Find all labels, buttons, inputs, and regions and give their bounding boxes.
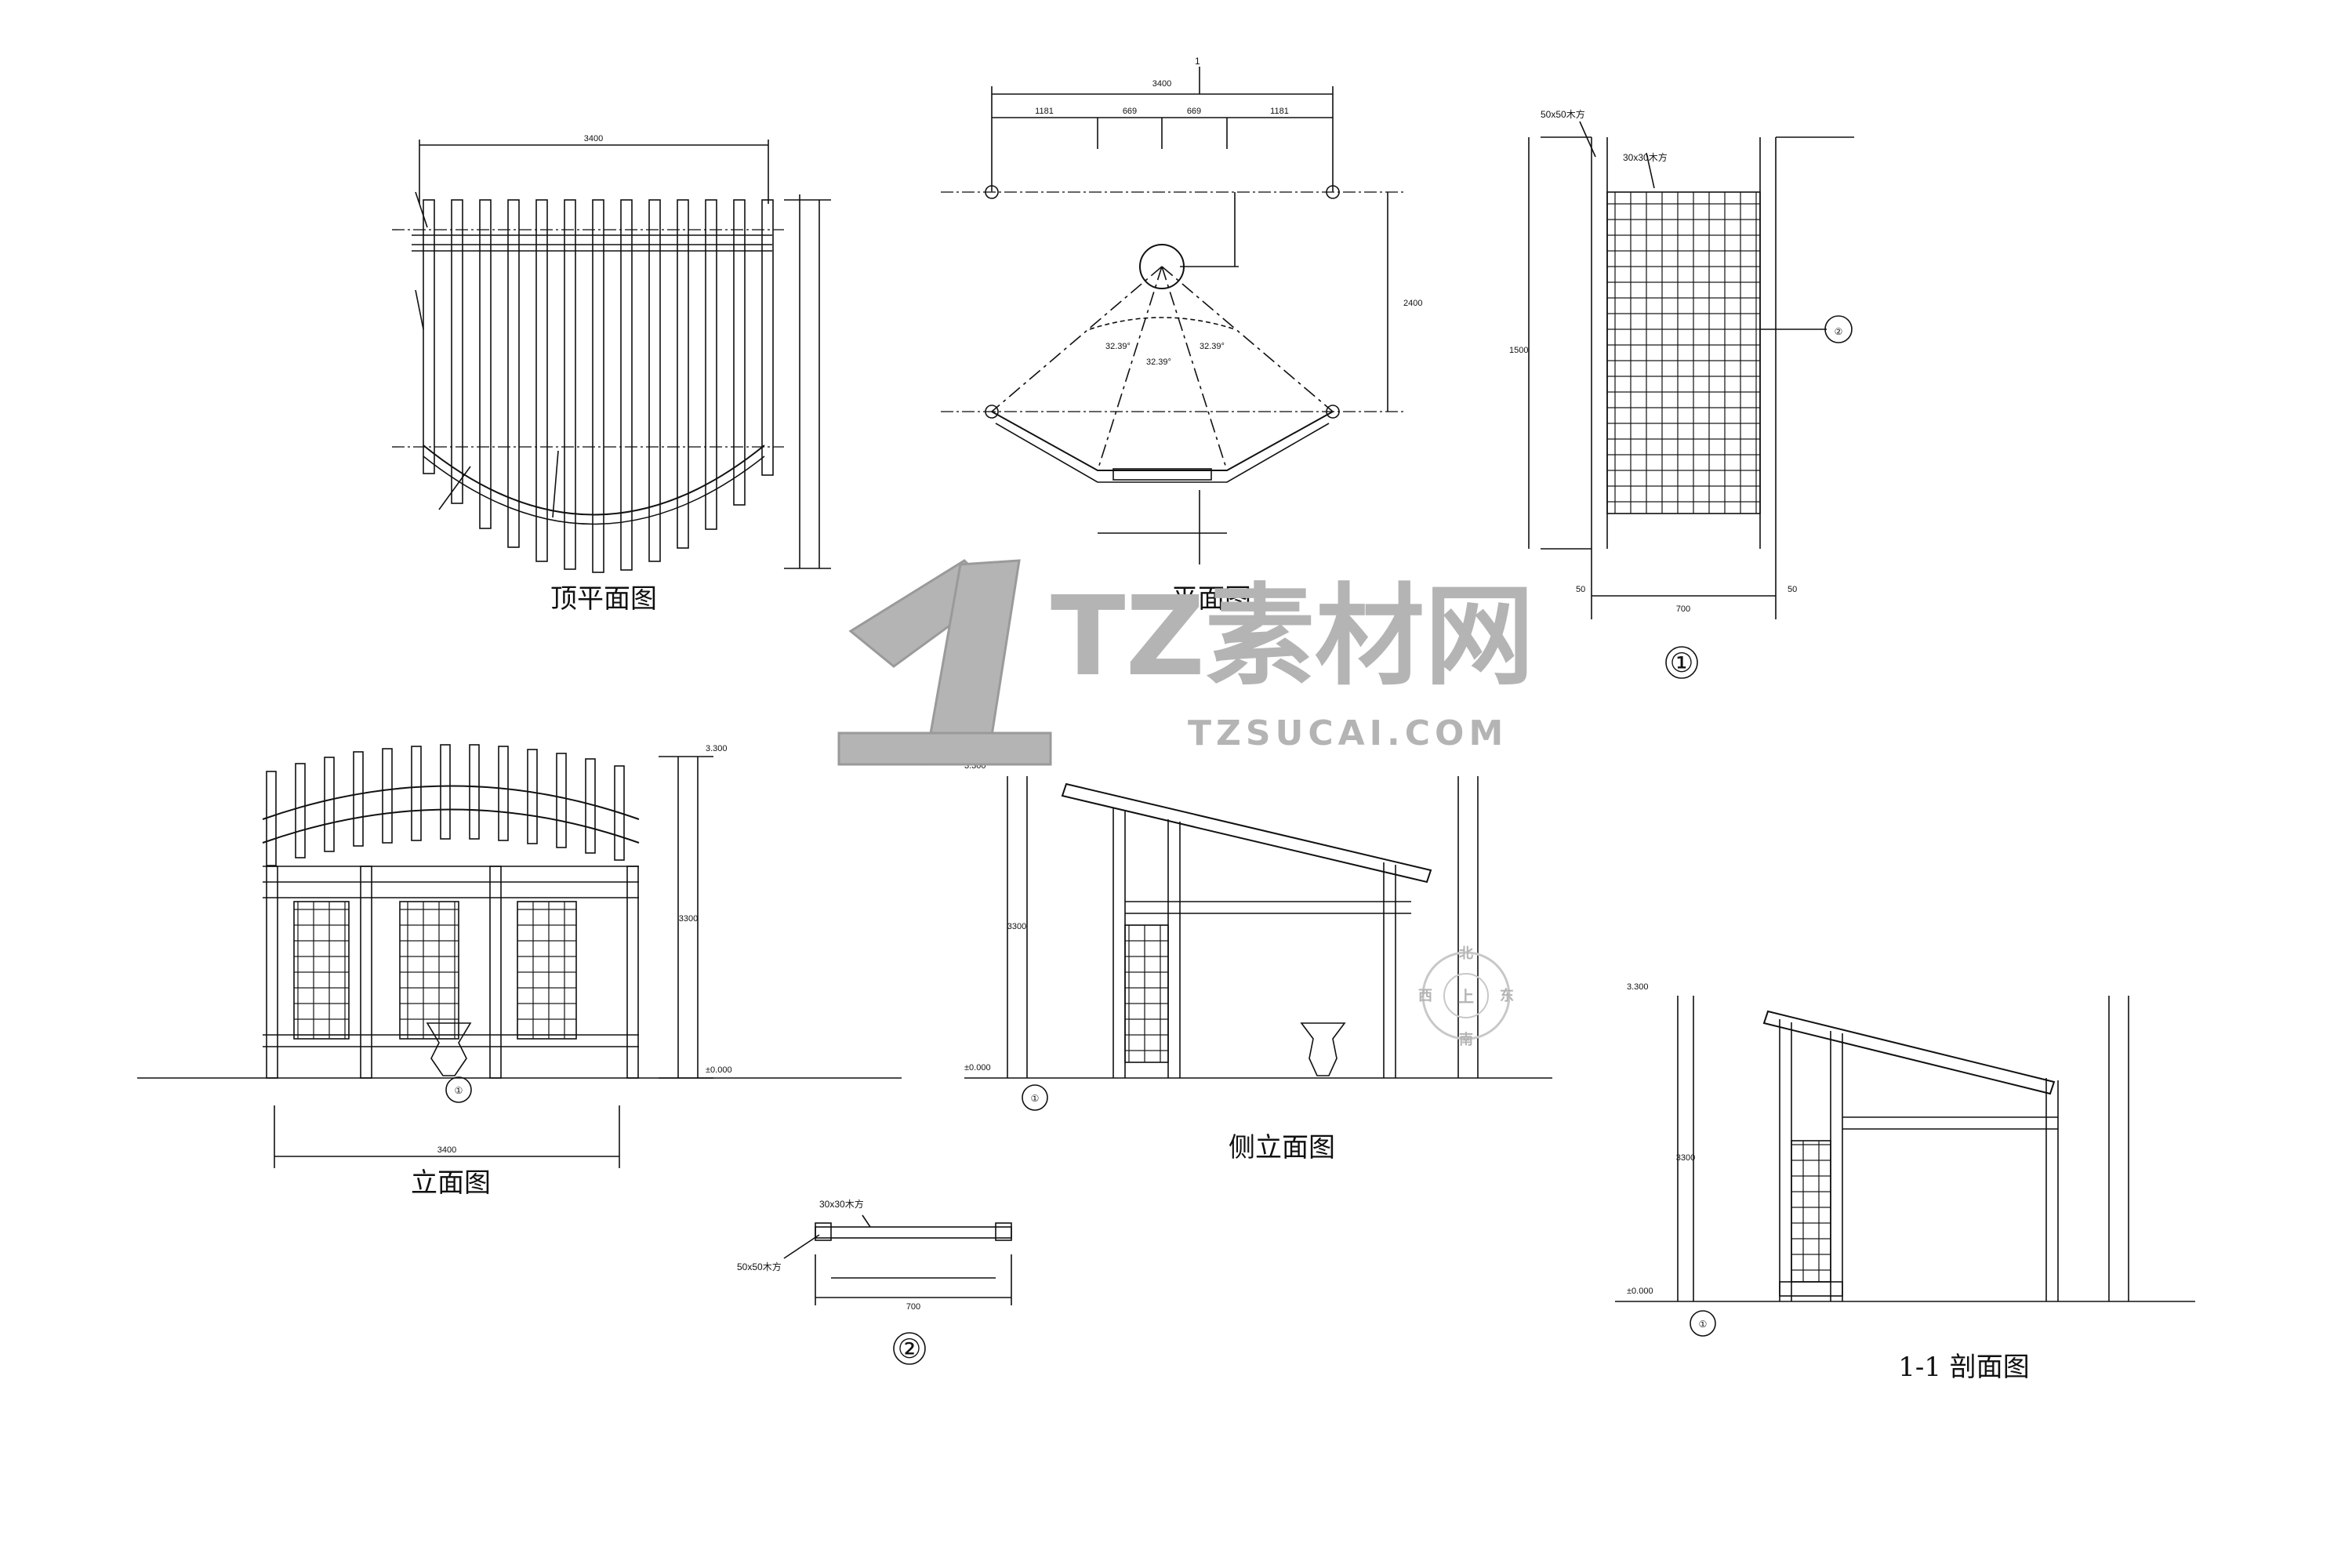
d1-ref2-bubble: ② — [1835, 326, 1843, 337]
section-level-top: 3.300 — [1627, 982, 1649, 992]
elevation-title: 立面图 — [411, 1167, 491, 1199]
roof-rafter — [507, 199, 520, 548]
detail2-number: ② — [898, 1334, 921, 1365]
elevation-rafter — [527, 749, 538, 844]
roof-rafter — [592, 199, 604, 573]
d1-width-dim: 700 — [1676, 604, 1690, 614]
roof-rafter — [479, 199, 492, 529]
detail-1-view — [1528, 121, 1854, 679]
elevation-rafter — [440, 744, 451, 840]
d1-side-left: 50 — [1576, 585, 1585, 594]
compass-west: 西 — [1418, 988, 1432, 1004]
roof-rafter — [705, 199, 717, 530]
d1-side-right: 50 — [1788, 585, 1797, 594]
elevation-rafter — [556, 753, 567, 848]
roof-rafter — [677, 199, 689, 549]
side-elevation-title: 侧立面图 — [1229, 1132, 1335, 1163]
plan-seg-c: 669 — [1187, 107, 1201, 116]
compass-south: 南 — [1459, 1031, 1473, 1048]
angle-c: 32.39° — [1200, 342, 1225, 351]
side-ref1: ① — [1031, 1093, 1040, 1104]
compass-north: 北 — [1459, 946, 1473, 962]
section-level-base: ±0.000 — [1627, 1287, 1653, 1296]
detail1-number: ① — [1670, 648, 1693, 679]
section-view — [1615, 996, 2195, 1337]
roof-rafter — [535, 199, 548, 562]
d2-batten-label: 30x30木方 — [819, 1198, 864, 1210]
plan-title: 平面图 — [1171, 583, 1251, 615]
compass-center: 上 — [1458, 987, 1474, 1006]
section-mark-top: 1 — [1195, 56, 1200, 67]
side-height-dim: 3300 — [1007, 922, 1026, 931]
watermark-brand: TZ素材网 — [1051, 573, 1534, 701]
roof-rafter — [761, 199, 774, 476]
watermark-logo-icon — [837, 559, 1052, 766]
d1-batten-label: 30x30木方 — [1623, 151, 1668, 163]
elevation-view — [137, 744, 902, 1168]
angle-b: 32.39° — [1146, 358, 1171, 367]
plan-seg-b: 669 — [1123, 107, 1137, 116]
elevation-rafter — [614, 765, 625, 861]
roof-rafter — [620, 199, 633, 571]
plan-view — [941, 67, 1403, 564]
roof-rafter — [564, 199, 576, 570]
elevation-rafter — [324, 757, 335, 852]
elevation-rafter — [498, 746, 509, 841]
d2-width-dim: 700 — [906, 1302, 920, 1312]
side-elevation-view — [964, 776, 1552, 1111]
elevation-rafter — [353, 751, 364, 847]
elevation-rafter — [266, 771, 277, 866]
elevation-rafter — [411, 746, 422, 841]
roof-rafter — [423, 199, 435, 474]
d1-beam-label: 50x50木方 — [1541, 108, 1585, 120]
elev-width-dim: 3400 — [437, 1145, 456, 1155]
elev-level-top: 3.300 — [706, 744, 728, 753]
compass-east: 东 — [1500, 987, 1514, 1004]
roof-plan-view — [392, 140, 831, 573]
d2-beam-label: 50x50木方 — [737, 1261, 782, 1272]
roof-width-dim: 3400 — [584, 134, 603, 143]
section-title: 1-1 剖面图 — [1898, 1352, 2030, 1383]
elevation-rafter — [382, 748, 393, 844]
elev-level-base: ±0.000 — [706, 1065, 732, 1075]
side-level-base: ±0.000 — [964, 1063, 991, 1073]
section-ref1: ① — [1699, 1319, 1708, 1330]
plan-depth-dim: 2400 — [1403, 299, 1422, 308]
detail-2-view — [783, 1214, 1012, 1365]
watermark-url: TZSUCAI.COM — [1188, 713, 1508, 753]
d1-height-dim: 1500 — [1509, 346, 1528, 355]
elevation-rafter — [469, 744, 480, 840]
roof-rafter — [648, 199, 661, 562]
roof-plan-title: 顶平面图 — [550, 583, 657, 615]
elevation-rafter — [295, 763, 306, 858]
roof-rafter — [451, 199, 463, 504]
section-height-dim: 3300 — [1676, 1153, 1695, 1163]
angle-a: 32.39° — [1105, 342, 1131, 351]
roof-rafter — [733, 199, 746, 506]
plan-seg-d: 1181 — [1270, 107, 1289, 116]
plan-seg-a: 1181 — [1035, 107, 1054, 116]
elev-ref1: ① — [455, 1085, 463, 1096]
elev-height-dim: 3300 — [679, 914, 698, 924]
plan-width-dim: 3400 — [1152, 79, 1171, 89]
